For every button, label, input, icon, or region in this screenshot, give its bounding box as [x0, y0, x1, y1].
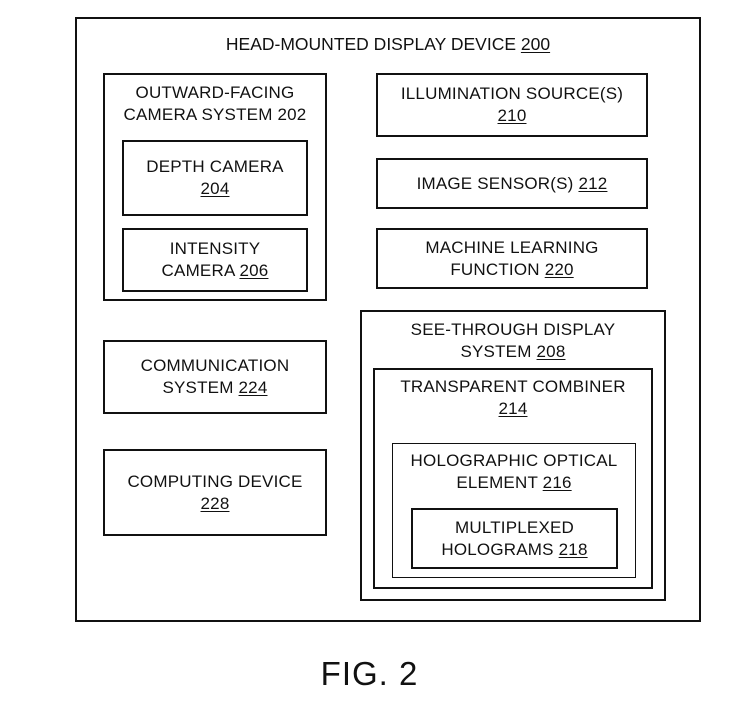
depth-camera-label: DEPTH CAMERA 204	[146, 157, 284, 198]
hmd-device-title: HEAD-MOUNTED DISPLAY DEVICE 200	[75, 33, 701, 55]
ref-218: 218	[558, 539, 588, 559]
communication-system-label: COMMUNICATION SYSTEM 224	[140, 356, 290, 397]
ref-210: 210	[497, 106, 527, 125]
illumination-sources-label: ILLUMINATION SOURCE(S) 210	[400, 84, 624, 125]
hmd-device-title-text: HEAD-MOUNTED DISPLAY DEVICE	[225, 34, 517, 54]
machine-learning-function-box: MACHINE LEARNING FUNCTION 220	[376, 228, 648, 289]
intensity-camera-box: INTENSITY CAMERA 206	[122, 228, 308, 292]
ref-224: 224	[238, 378, 268, 397]
ref-208: 208	[536, 342, 566, 361]
machine-learning-function-label: MACHINE LEARNING FUNCTION 220	[425, 237, 599, 279]
ref-214: 214	[498, 399, 528, 418]
ref-204: 204	[200, 179, 230, 198]
multiplexed-holograms-box: MULTIPLEXED HOLOGRAMS 218	[411, 508, 618, 569]
intensity-camera-label: INTENSITY CAMERA 206	[161, 239, 269, 280]
communication-system-box: COMMUNICATION SYSTEM 224	[103, 340, 327, 414]
image-sensors-label: IMAGE SENSOR(S) 212	[416, 173, 608, 193]
outward-facing-camera-system-box: OUTWARD-FACING CAMERA SYSTEM 202 DEPTH C…	[103, 73, 327, 301]
outward-facing-camera-system-label: OUTWARD-FACING CAMERA SYSTEM 202	[123, 83, 307, 124]
figure-caption: FIG. 2	[320, 655, 419, 692]
holographic-optical-element-label: HOLOGRAPHIC OPTICAL ELEMENT 216	[410, 451, 618, 492]
transparent-combiner-label: TRANSPARENT COMBINER 214	[400, 377, 626, 418]
holographic-optical-element-box: HOLOGRAPHIC OPTICAL ELEMENT 216 MULTIPLE…	[392, 443, 636, 578]
illumination-sources-box: ILLUMINATION SOURCE(S) 210	[376, 73, 648, 137]
transparent-combiner-box: TRANSPARENT COMBINER 214 HOLOGRAPHIC OPT…	[373, 368, 653, 589]
hmd-device-box	[75, 17, 701, 622]
depth-camera-box: DEPTH CAMERA 204	[122, 140, 308, 216]
computing-device-box: COMPUTING DEVICE 228	[103, 449, 327, 536]
see-through-display-system-label: SEE-THROUGH DISPLAY SYSTEM 208	[410, 320, 616, 361]
ref-228: 228	[200, 493, 230, 513]
ref-206: 206	[239, 261, 269, 280]
see-through-display-system-box: SEE-THROUGH DISPLAY SYSTEM 208 TRANSPARE…	[360, 310, 666, 601]
ref-212: 212	[578, 173, 608, 193]
ref-220: 220	[544, 259, 574, 279]
ref-216: 216	[542, 473, 572, 492]
computing-device-label: COMPUTING DEVICE 228	[127, 471, 303, 513]
ref-200: 200	[520, 34, 551, 54]
image-sensors-box: IMAGE SENSOR(S) 212	[376, 158, 648, 209]
ref-202: 202	[277, 105, 307, 124]
multiplexed-holograms-label: MULTIPLEXED HOLOGRAMS 218	[441, 517, 588, 559]
